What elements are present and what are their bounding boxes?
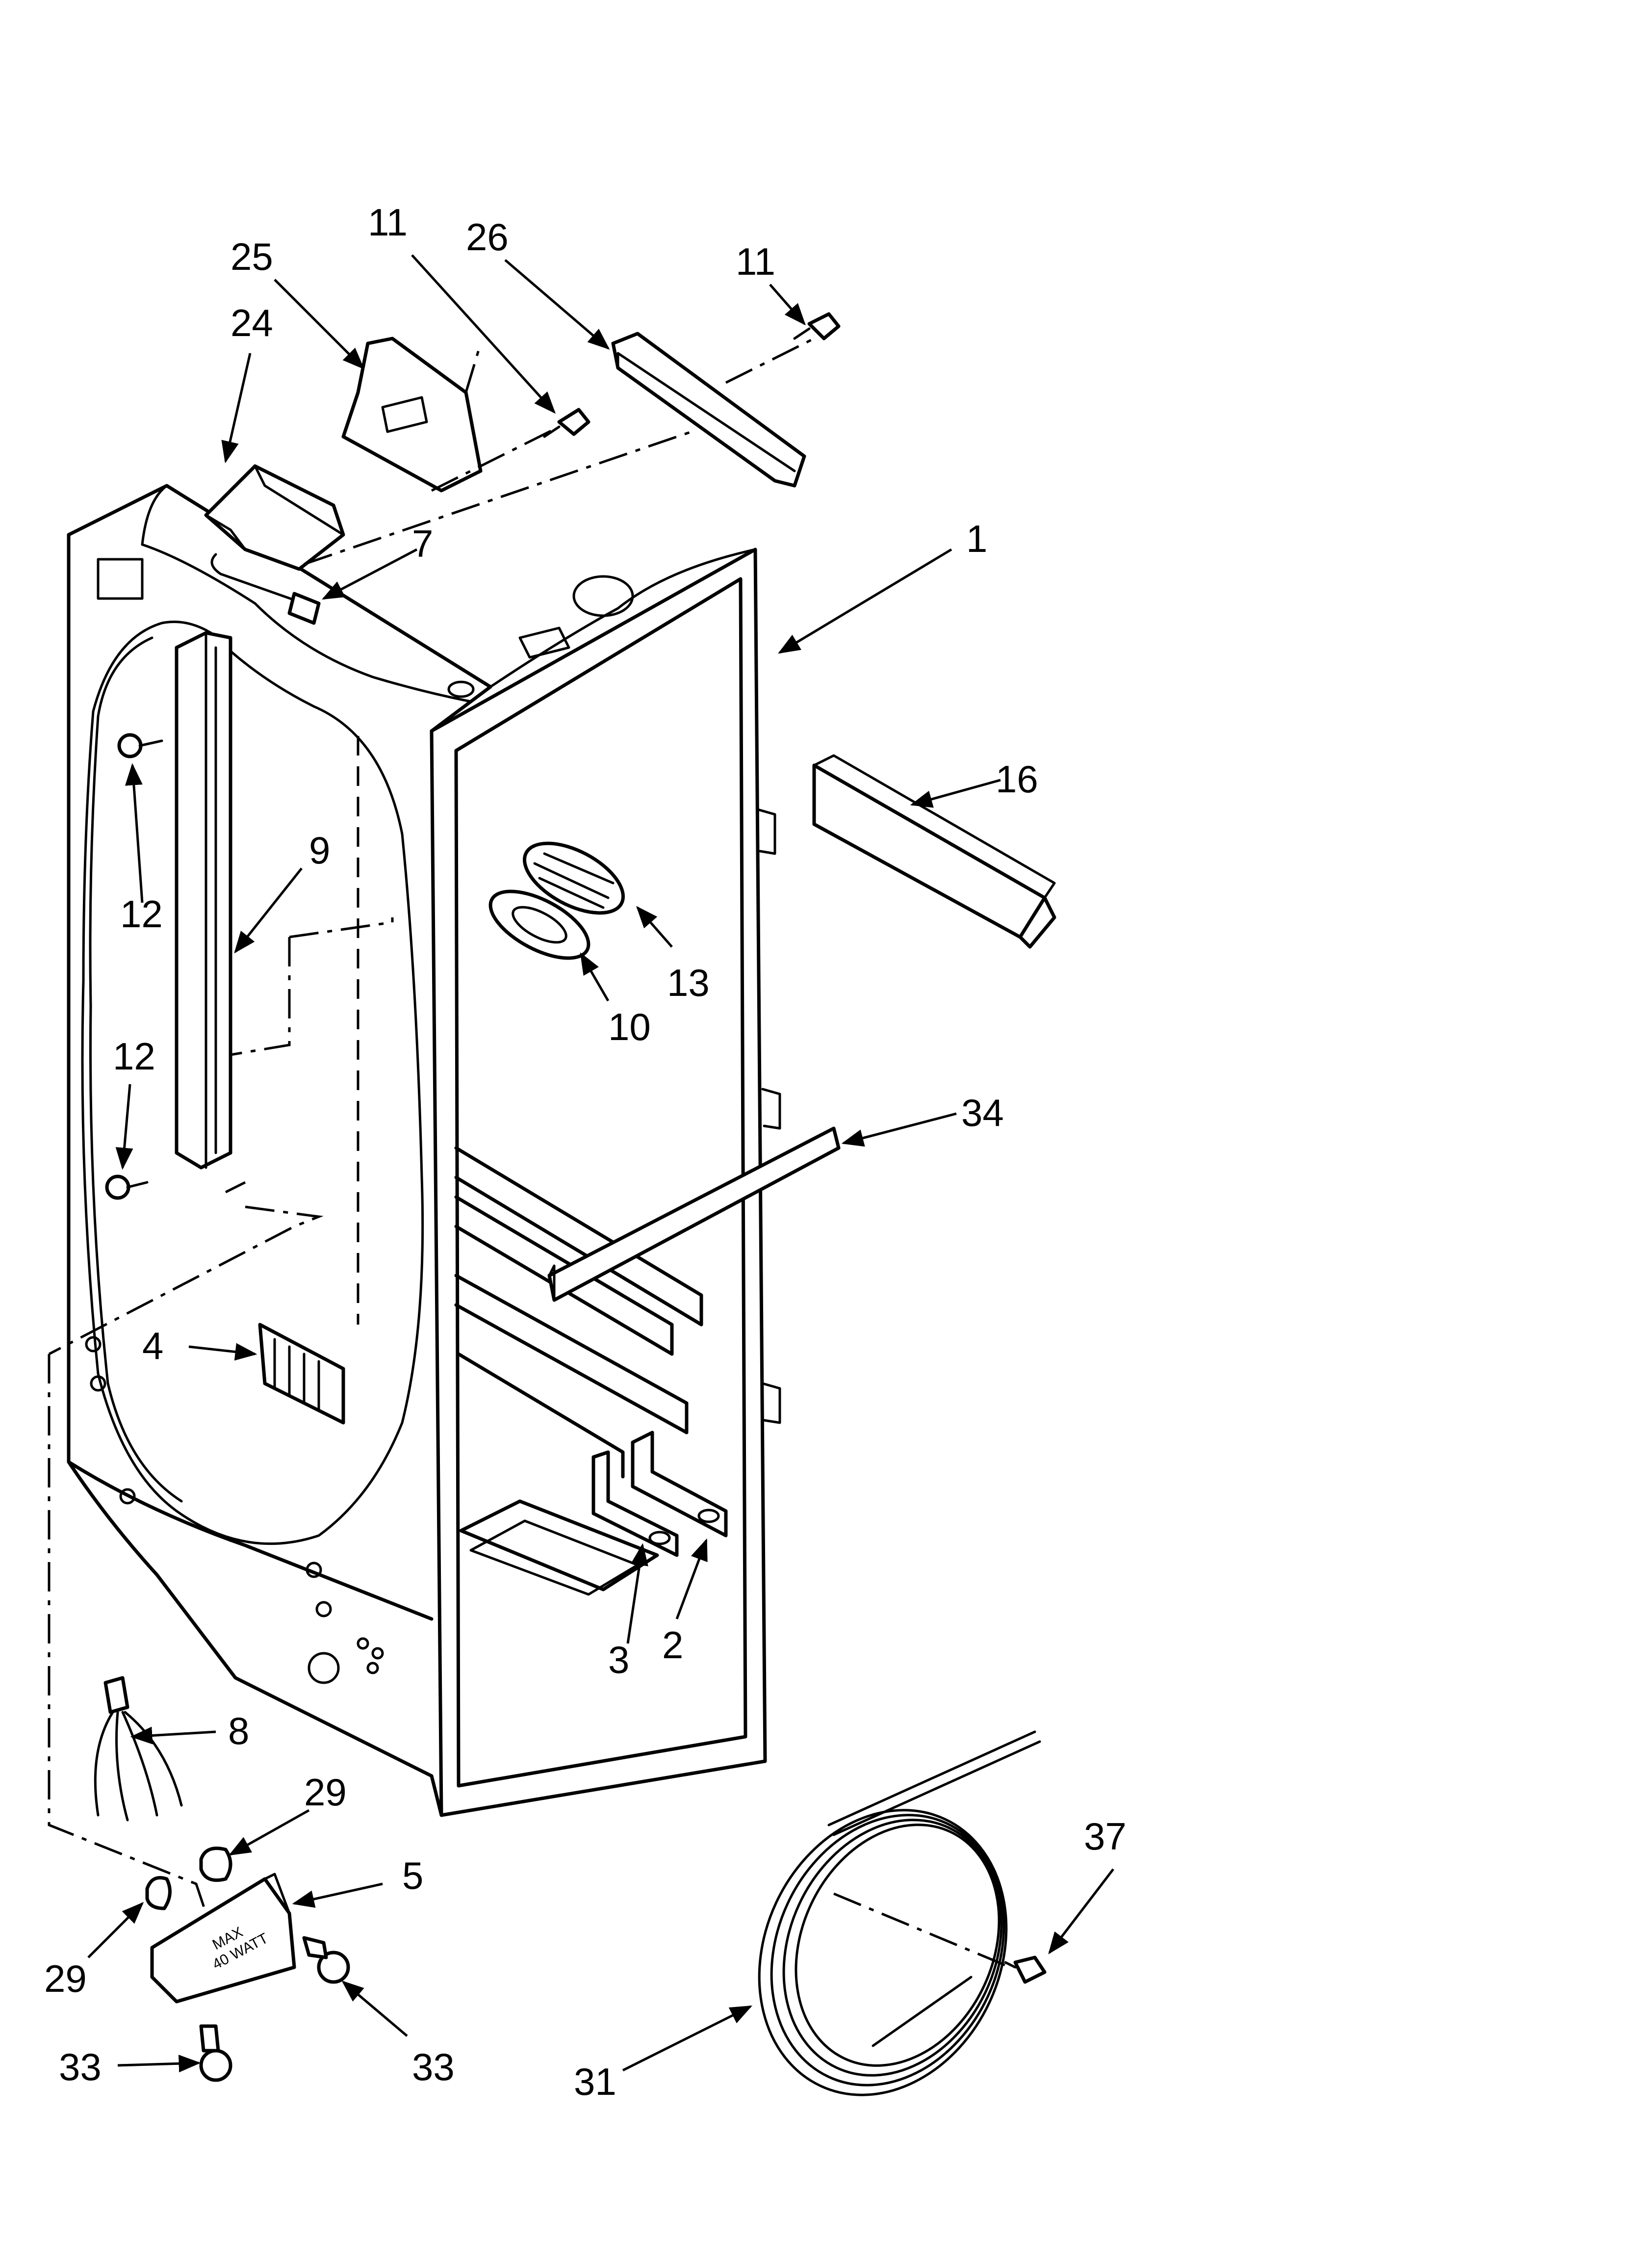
screw-12-upper <box>117 733 163 758</box>
vent-grille-13 <box>523 841 625 915</box>
light-socket-housing: MAX 40 WATT <box>150 1873 296 2004</box>
screw-12-lower <box>105 1174 149 1200</box>
callout-5: 5 <box>402 1854 423 1897</box>
wire-harness <box>94 1676 183 1822</box>
callout-11-left: 11 <box>368 201 408 244</box>
callout-29-upper: 29 <box>304 1771 347 1814</box>
callout-7: 7 <box>412 522 433 565</box>
control-housing <box>204 464 345 571</box>
callout-1: 1 <box>966 517 987 560</box>
bulb-33-left <box>199 2024 232 2082</box>
screw-11-left <box>543 408 590 438</box>
cabinet-liner <box>67 484 781 1817</box>
water-tube-coil <box>758 1730 1041 2096</box>
callout-4: 4 <box>142 1324 163 1367</box>
callout-11-right: 11 <box>736 240 775 283</box>
callout-3: 3 <box>608 1638 629 1681</box>
callout-29-lower: 29 <box>44 1957 87 2000</box>
crossbar-support <box>547 1126 841 1302</box>
callout-13: 13 <box>667 961 710 1004</box>
callout-12-upper: 12 <box>120 892 163 936</box>
shelf-bracket-2 <box>631 1431 728 1538</box>
callout-9: 9 <box>309 829 330 872</box>
callout-25: 25 <box>231 235 273 278</box>
air-grille-4 <box>258 1323 345 1425</box>
callout-33-right: 33 <box>412 2045 455 2088</box>
control-bracket-cover <box>341 337 483 493</box>
assembly-lines <box>48 337 1011 1969</box>
callout-labels: 1 2 3 4 5 7 8 9 10 11 11 12 12 13 16 24 … <box>44 201 1127 2103</box>
callout-8: 8 <box>228 1709 249 1752</box>
callout-16: 16 <box>996 757 1038 801</box>
top-rail-channel <box>611 332 806 488</box>
clip-29-upper <box>199 1847 232 1882</box>
callout-2: 2 <box>662 1623 683 1667</box>
callout-leaders <box>87 254 1114 2073</box>
callout-33-left: 33 <box>59 2045 102 2088</box>
thermostat-wire <box>210 553 321 625</box>
shelf-bracket-3 <box>591 1450 679 1557</box>
bulb-33-right <box>302 1936 350 1984</box>
callout-31: 31 <box>574 2060 616 2103</box>
callout-37: 37 <box>1084 1815 1127 1858</box>
air-channel-duct <box>812 754 1056 949</box>
callout-24: 24 <box>231 301 273 344</box>
callout-12-lower: 12 <box>113 1035 155 1078</box>
callout-10: 10 <box>608 1005 651 1048</box>
callout-34: 34 <box>961 1091 1004 1134</box>
screw-37 <box>1004 1955 1047 1984</box>
screw-11-right <box>793 312 841 340</box>
clip-29-lower <box>145 1876 172 1910</box>
shelf-ladder-rail <box>175 631 232 1170</box>
callout-26: 26 <box>466 215 509 259</box>
vent-cover-10 <box>488 889 590 960</box>
